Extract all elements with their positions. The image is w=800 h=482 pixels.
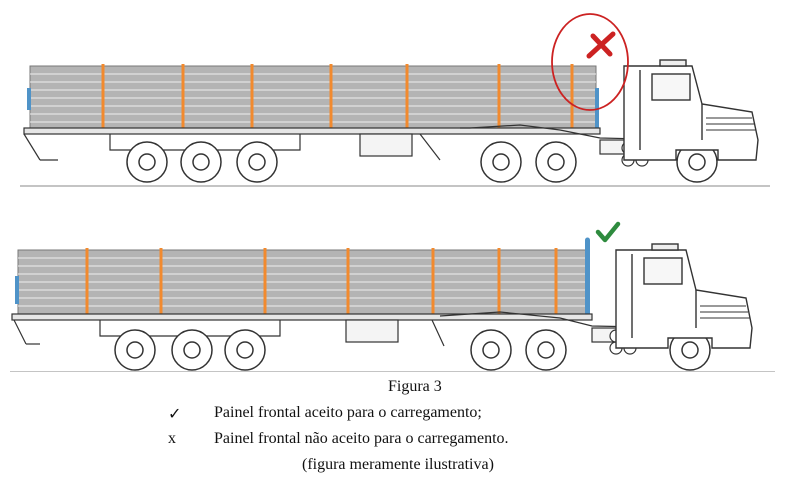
cargo-load-top [27,64,599,130]
check-mark-icon [595,221,621,243]
cargo-load-bottom [15,237,590,316]
figure-title: Figura 3 [388,378,442,395]
tractor-wheels-bottom [470,329,711,371]
trailer-wheels-bottom [114,329,266,371]
tractor-wheels-top [480,141,718,183]
check-symbol: ✓ [168,406,182,423]
reject-highlight-circle [551,13,629,111]
truck-accepted [10,221,775,372]
legend-text-rejected: Painel frontal não aceito para o carrega… [214,430,509,447]
legend-text-accepted: Painel frontal aceito para o carregament… [214,404,482,421]
x-symbol: x [168,430,176,447]
truck-rejected [20,13,770,187]
front-panel-rejected [595,88,599,128]
cargo-straps-top [101,64,574,130]
truck-illustration [10,13,775,372]
trailer-wheels-top [126,141,278,183]
front-panel-accepted [585,240,590,316]
cargo-straps-bottom [85,248,558,316]
figure-note: (figura meramente ilustrativa) [302,456,494,473]
x-mark-icon [586,31,616,59]
cab-bottom [615,243,753,349]
cab-top [623,59,759,161]
